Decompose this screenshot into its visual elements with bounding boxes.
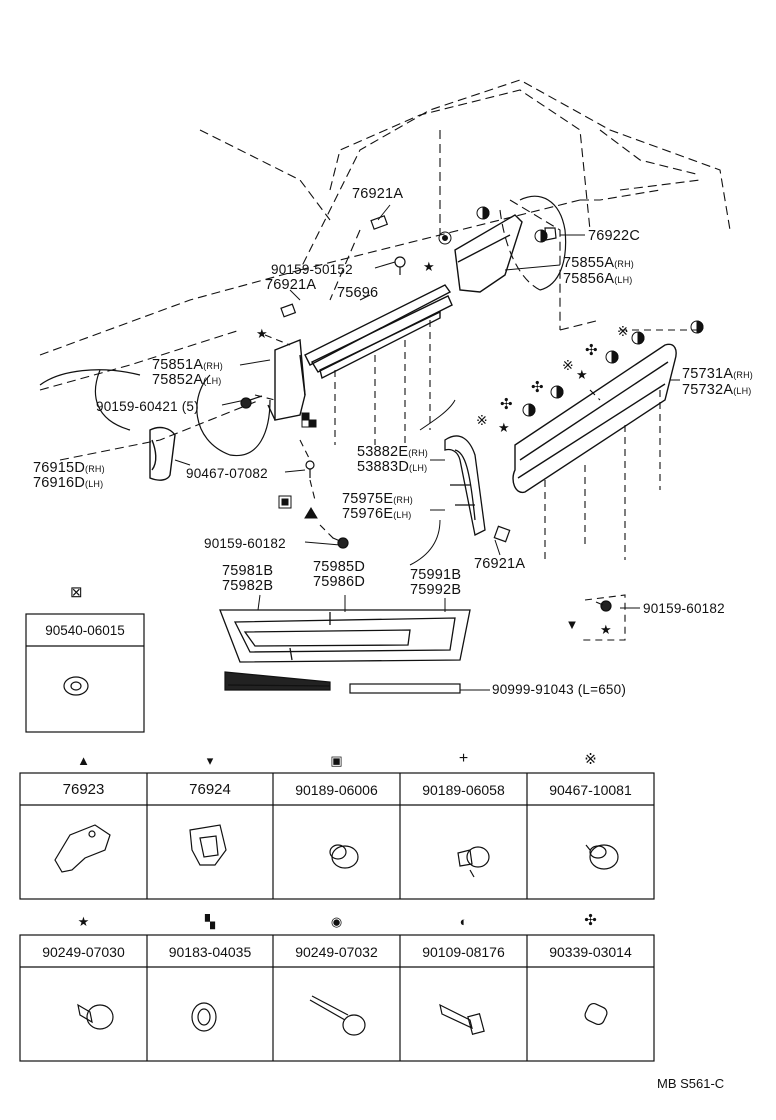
callout-53882e: 53882E(RH) [357,444,428,460]
leader-lines [254,320,700,641]
callout-76915d: 76915D(RH) [33,460,105,476]
asterisk-mark-symbol: ※ [476,412,488,428]
table-part-number: 90249-07032 [295,944,378,960]
star-symbol: ★ [498,420,510,435]
inset-symbol: ⊠ [70,584,83,601]
table-symbol: + [458,750,469,767]
mud-flap [149,426,176,481]
table-part-number: 90339-03014 [549,944,632,960]
callout-75856a: 75856A(LH) [563,271,633,287]
asterisk-mark-symbol: ※ [617,323,629,339]
table-symbol: ▾ [206,753,214,768]
callout-75991b: 75991B [410,567,462,583]
table-part-sketches [54,824,619,1036]
callout-76921a: 76921A [474,556,526,572]
star-symbol: ★ [600,622,612,637]
inset-box [25,613,145,733]
pinwheel-symbol: ✣ [531,379,544,396]
pinwheel-symbol: ✣ [585,342,598,359]
front-mudguard [267,339,306,421]
asterisk-mark-symbol: ※ [562,357,574,373]
callout-90159-60421: 90159-60421 (5) [96,399,199,414]
car-body-outline [39,79,731,461]
star-symbol: ★ [576,367,588,382]
tape-strip [224,671,461,694]
callout-75986d: 75986D [313,574,365,590]
callout-75981b: 75981B [222,563,274,579]
parts-table-row-2 [19,934,655,1062]
callout-75731a: 75731A(RH) [682,366,753,382]
rear-quarter-moulding [454,214,523,293]
label-leaders [174,204,680,691]
callout-90999-91043: 90999-91043 (L=650) [492,682,627,697]
callout-75696: 75696 [337,285,379,301]
table-part-number: 90109-08176 [422,944,505,960]
callout-76921a: 76921A [265,277,317,293]
table-symbol: ★ [77,914,90,929]
table-part-number: 90189-06058 [422,782,505,798]
table-symbol: ▲ [77,753,90,768]
table-symbol: ✣ [584,912,597,929]
callout-90159-60182: 90159-60182 [643,601,725,616]
callout-75992b: 75992B [410,582,462,598]
callout-76916d: 76916D(LH) [33,475,104,491]
callout-90159-60182: 90159-60182 [204,536,286,551]
rocker-moulding [304,284,453,380]
callout-75852a: 75852A(LH) [152,372,222,388]
table-part-number: 76923 [62,781,105,798]
star-symbol: ★ [423,259,435,274]
table-symbol: ◐ [459,914,468,929]
table-symbol: ▣ [330,753,343,768]
table-part-number: 90183-04035 [168,944,252,960]
table-symbol: ※ [584,751,597,768]
wheel-arch-moulding [444,435,486,536]
table-part-number: 90189-06006 [295,782,378,798]
table-symbol: ◉ [330,914,343,929]
door-moulding [512,343,677,494]
stripe-set [219,609,471,663]
pinwheel-symbol: ✣ [500,396,513,413]
callout-75982b: 75982B [222,578,274,594]
star-symbol: ★ [256,326,268,341]
callout-75855a: 75855A(RH) [563,255,634,271]
front-fender-outline [39,195,567,457]
callout-90159-50152: 90159-50152 [271,262,353,277]
table-part-number: 90249-07030 [42,944,125,960]
callout-75732a: 75732A(LH) [682,382,752,398]
callout-76921a: 76921A [352,186,404,202]
table-part-number: 90467-10081 [549,782,632,798]
table-symbol: ▚ [205,914,215,929]
callout-75976e: 75976E(LH) [342,506,412,522]
callout-53883d: 53883D(LH) [357,459,428,475]
table-part-number: 76924 [189,781,231,798]
drawing-symbols [278,206,704,630]
diagram-code: MB S561-C [657,1076,725,1091]
callout-75975e: 75975E(RH) [342,491,413,507]
callout-75985d: 75985D [313,559,365,575]
parts-table-row-1 [19,772,655,900]
inset-part-number: 90540-06015 [45,623,125,638]
callout-75851a: 75851A(RH) [152,357,223,373]
drawing-fasteners [63,215,612,696]
callout-76922c: 76922C [588,228,640,244]
callout-90467-07082: 90467-07082 [186,466,268,481]
